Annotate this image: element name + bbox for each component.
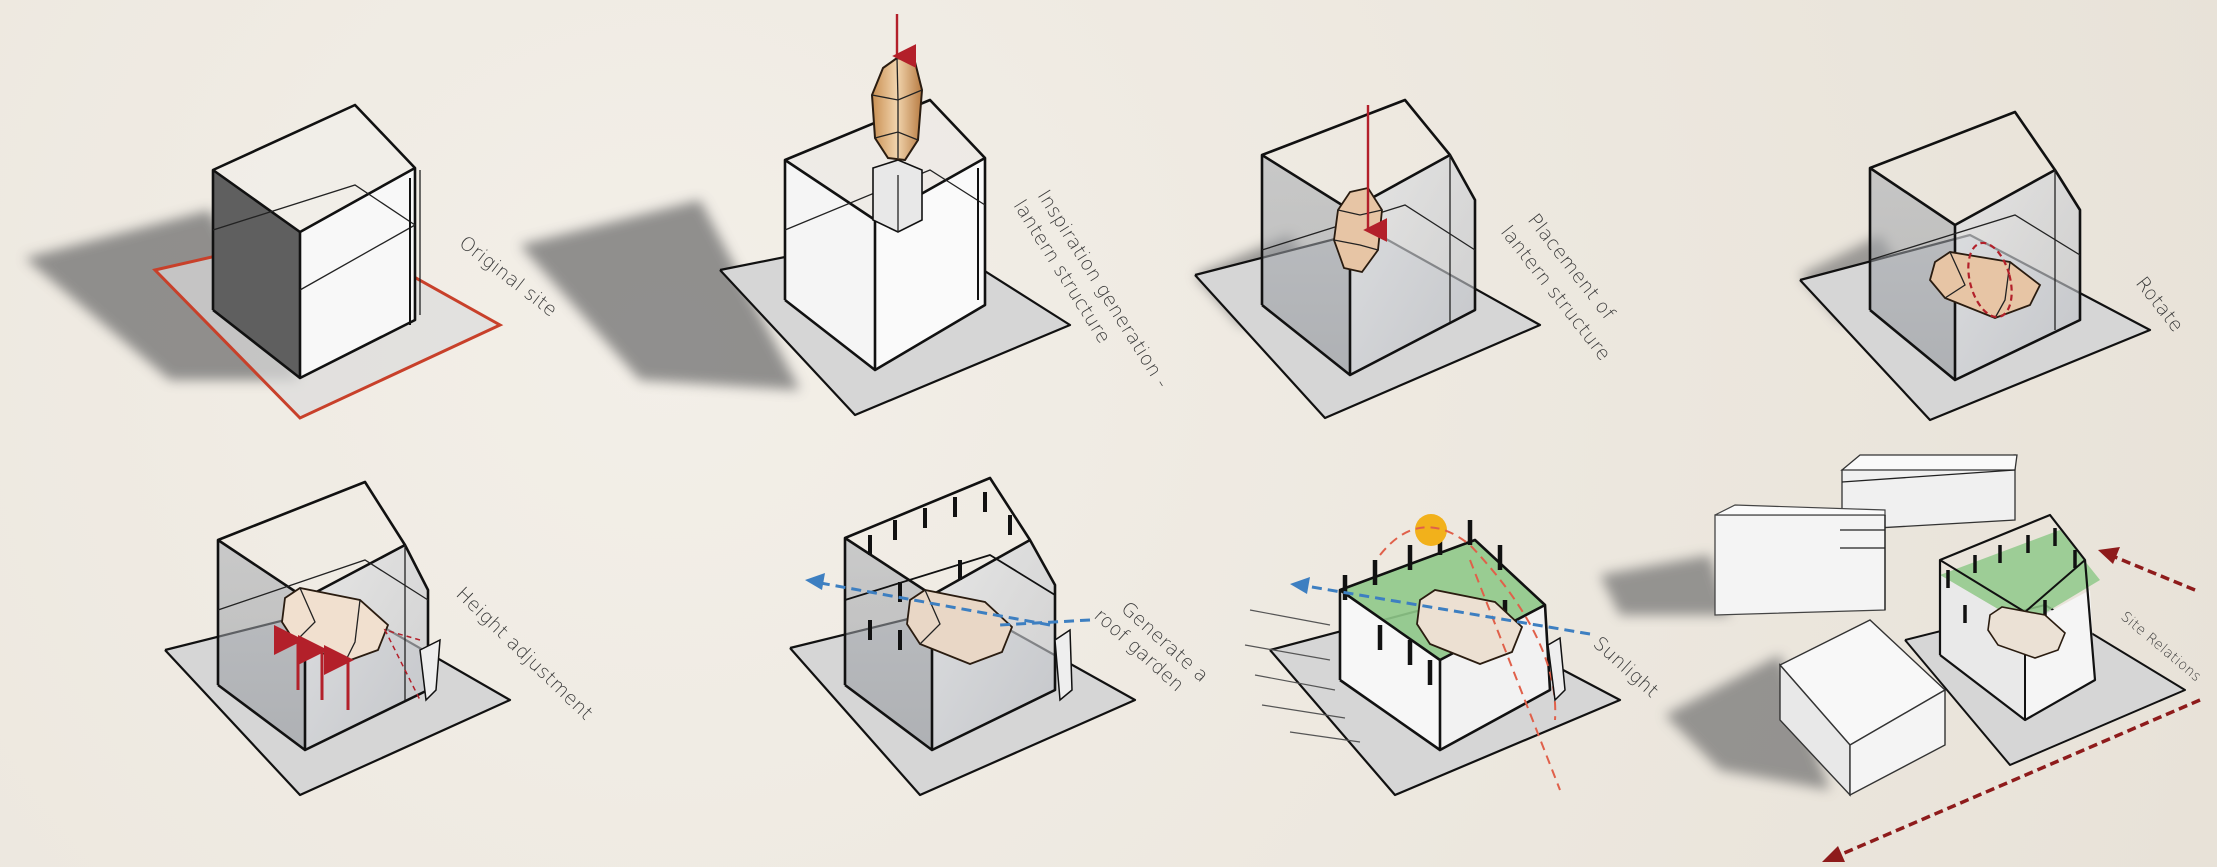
step-original-site: Original site — [25, 105, 561, 418]
site-arrow-head — [2098, 547, 2120, 564]
step-site-relations: Site Relations — [1600, 455, 2204, 862]
step-height-adjustment: Height adjustment — [165, 482, 597, 795]
sun — [1415, 514, 1447, 546]
step-lantern-inspiration: Inspiration generation - lantern structu… — [520, 14, 1173, 415]
step-roof-garden: Generate a roof garden — [790, 478, 1213, 795]
site-arrow-head — [1822, 846, 1845, 862]
cast-shadow — [1600, 555, 1730, 615]
step-lantern-placement: Placement of lantern structure — [1195, 100, 1619, 418]
label-lantern-inspiration-1: Inspiration generation - — [1033, 186, 1173, 392]
step-rotate: Rotate — [1800, 112, 2188, 420]
step-sunlight: Sunlight — [1245, 514, 1663, 795]
